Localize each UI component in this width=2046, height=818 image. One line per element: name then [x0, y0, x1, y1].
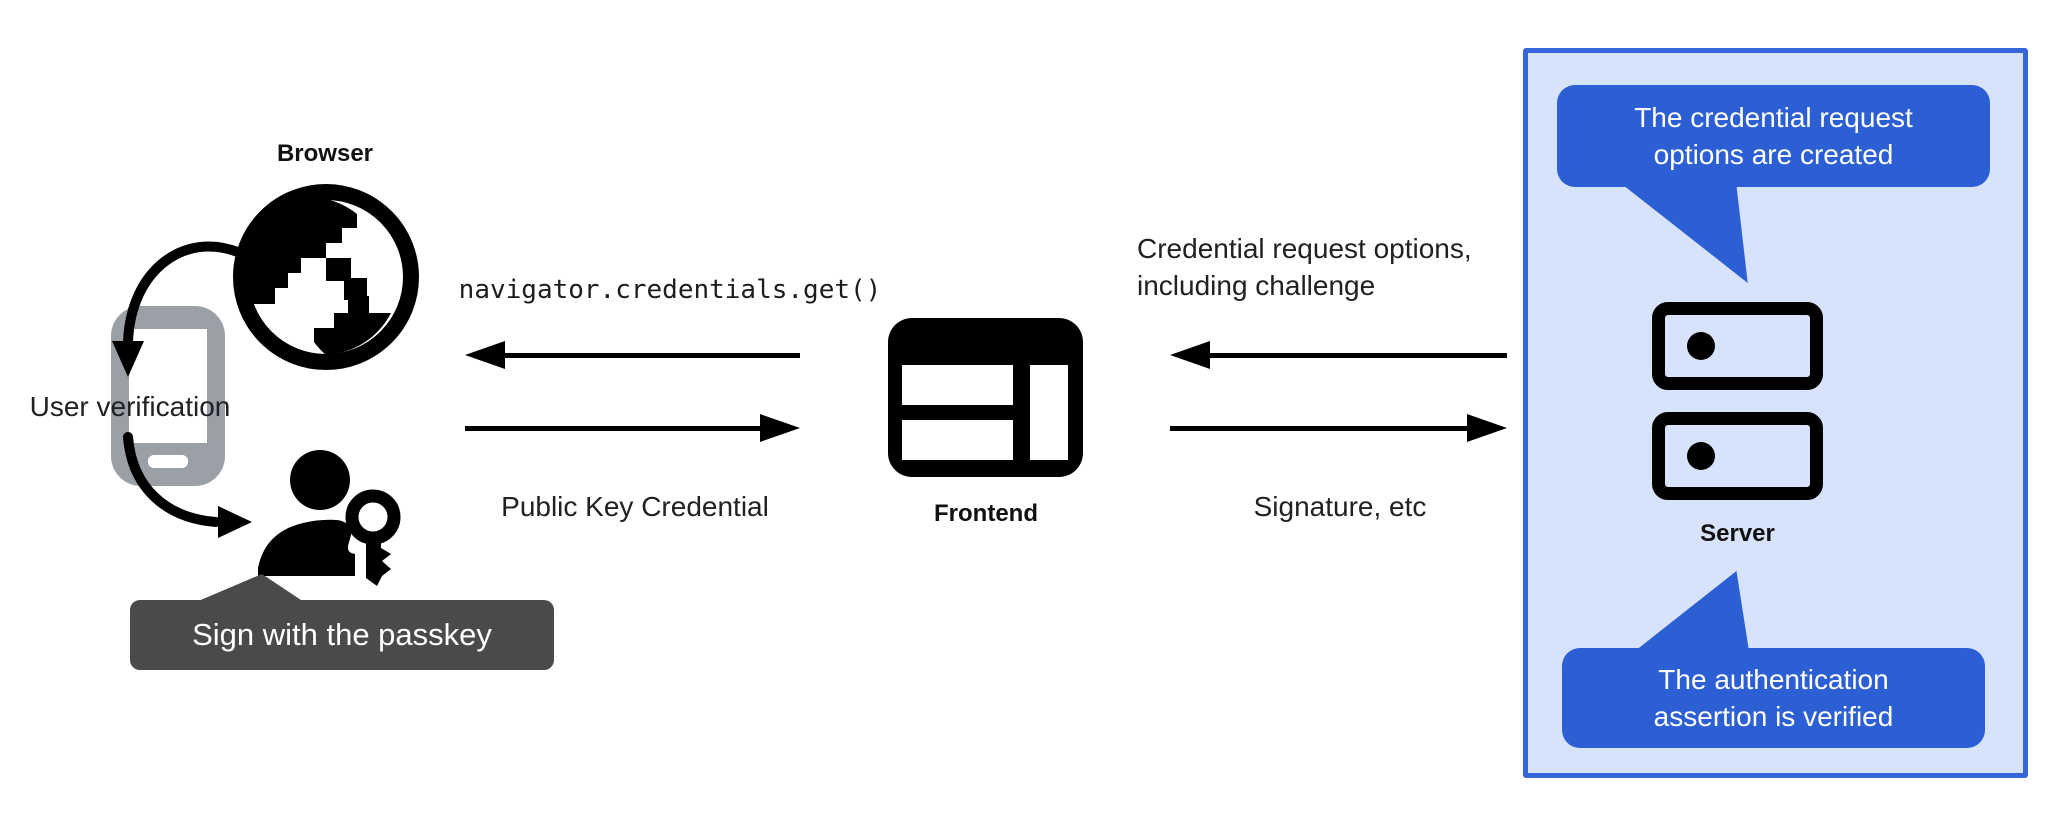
frontend-window-icon	[888, 318, 1083, 477]
signature-etc-label: Signature, etc	[1253, 491, 1427, 522]
server-icon	[1652, 412, 1823, 500]
server-label: Server	[1700, 520, 1775, 547]
curved-arrows-group	[112, 241, 252, 538]
arrow-server-to-frontend	[1170, 340, 1507, 370]
arrow-shaft	[1204, 353, 1507, 358]
browser-label: Browser	[276, 140, 374, 167]
curved-arrow-globe-to-phone	[112, 241, 245, 377]
server-bubble-top-line2: options are created	[1653, 139, 1894, 170]
credential-request-options-line2: including challenge	[1137, 270, 1376, 301]
arrow-browser-to-frontend	[465, 413, 800, 443]
server-bubble-bottom: The authentication assertion is verified	[1562, 648, 1985, 748]
arrow-right-head-icon	[1467, 414, 1507, 442]
arrow-left-head-icon	[465, 341, 505, 369]
globe-icon	[233, 184, 419, 370]
arrow-shaft	[499, 353, 800, 358]
frontend-window-pane	[1030, 365, 1068, 460]
server-bubble-top: The credential request options are creat…	[1557, 85, 1990, 187]
server-indicator-dot	[1687, 442, 1715, 470]
public-key-credential-label: Public Key Credential	[501, 491, 769, 522]
server-bubble-bottom-line2: assertion is verified	[1653, 701, 1894, 732]
passkey-tooltip: Sign with the passkey	[130, 600, 554, 670]
user-verification-label: User verification	[29, 391, 231, 422]
frontend-label: Frontend	[934, 500, 1038, 527]
frontend-window-pane	[902, 420, 1013, 460]
person-passkey-icon	[258, 450, 401, 586]
server-indicator-dot	[1687, 332, 1715, 360]
arrow-shaft	[465, 426, 766, 431]
server-bubble-top-line1: The credential request	[1634, 102, 1913, 133]
server-bubble-bottom-line1: The authentication	[1658, 664, 1889, 695]
arrow-right-head-icon	[760, 414, 800, 442]
arrow-left-head-icon	[1170, 341, 1210, 369]
credential-request-options-label: Credential request options, including ch…	[1137, 230, 1557, 304]
frontend-window-pane	[902, 365, 1013, 405]
arrow-frontend-to-server	[1170, 413, 1507, 443]
arrow-shaft	[1170, 426, 1473, 431]
curved-arrow-phone-to-user	[123, 432, 252, 538]
credential-request-options-line1: Credential request options,	[1137, 233, 1472, 264]
navigator-credentials-get-label: navigator.credentials.get()	[458, 275, 882, 305]
arrow-frontend-to-browser	[465, 340, 800, 370]
passkey-tooltip-text: Sign with the passkey	[192, 617, 492, 652]
server-icon	[1652, 302, 1823, 390]
